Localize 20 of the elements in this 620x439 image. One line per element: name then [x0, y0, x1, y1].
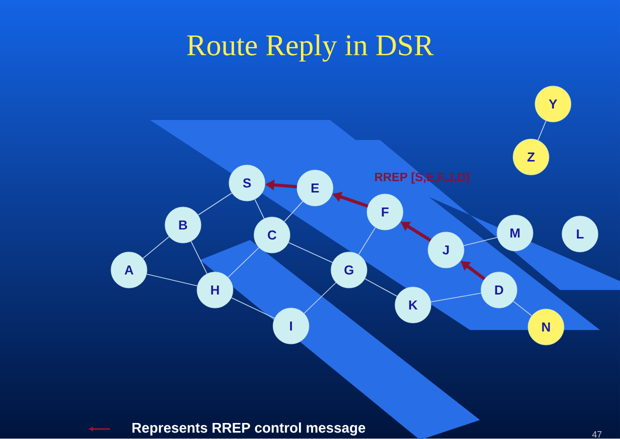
link-line	[198, 192, 232, 216]
legend-text: Represents RREP control message	[132, 422, 366, 436]
link-line	[231, 297, 275, 319]
link-line	[142, 236, 170, 259]
link-line	[304, 282, 336, 314]
link-line	[463, 236, 498, 246]
link-line	[254, 199, 265, 219]
link-line	[228, 247, 260, 278]
link-line	[146, 274, 198, 286]
link-line	[288, 242, 333, 263]
page-number: 47	[592, 431, 602, 438]
link-line	[284, 201, 304, 222]
link-line	[190, 240, 208, 274]
link-line	[364, 278, 398, 297]
link-line	[538, 120, 546, 141]
link-line	[358, 227, 376, 255]
link-line	[512, 300, 532, 316]
message-label: RREP [S,E,F,J,D]	[375, 172, 470, 184]
link-line	[430, 292, 482, 302]
title: Route Reply in DSR	[187, 34, 434, 62]
